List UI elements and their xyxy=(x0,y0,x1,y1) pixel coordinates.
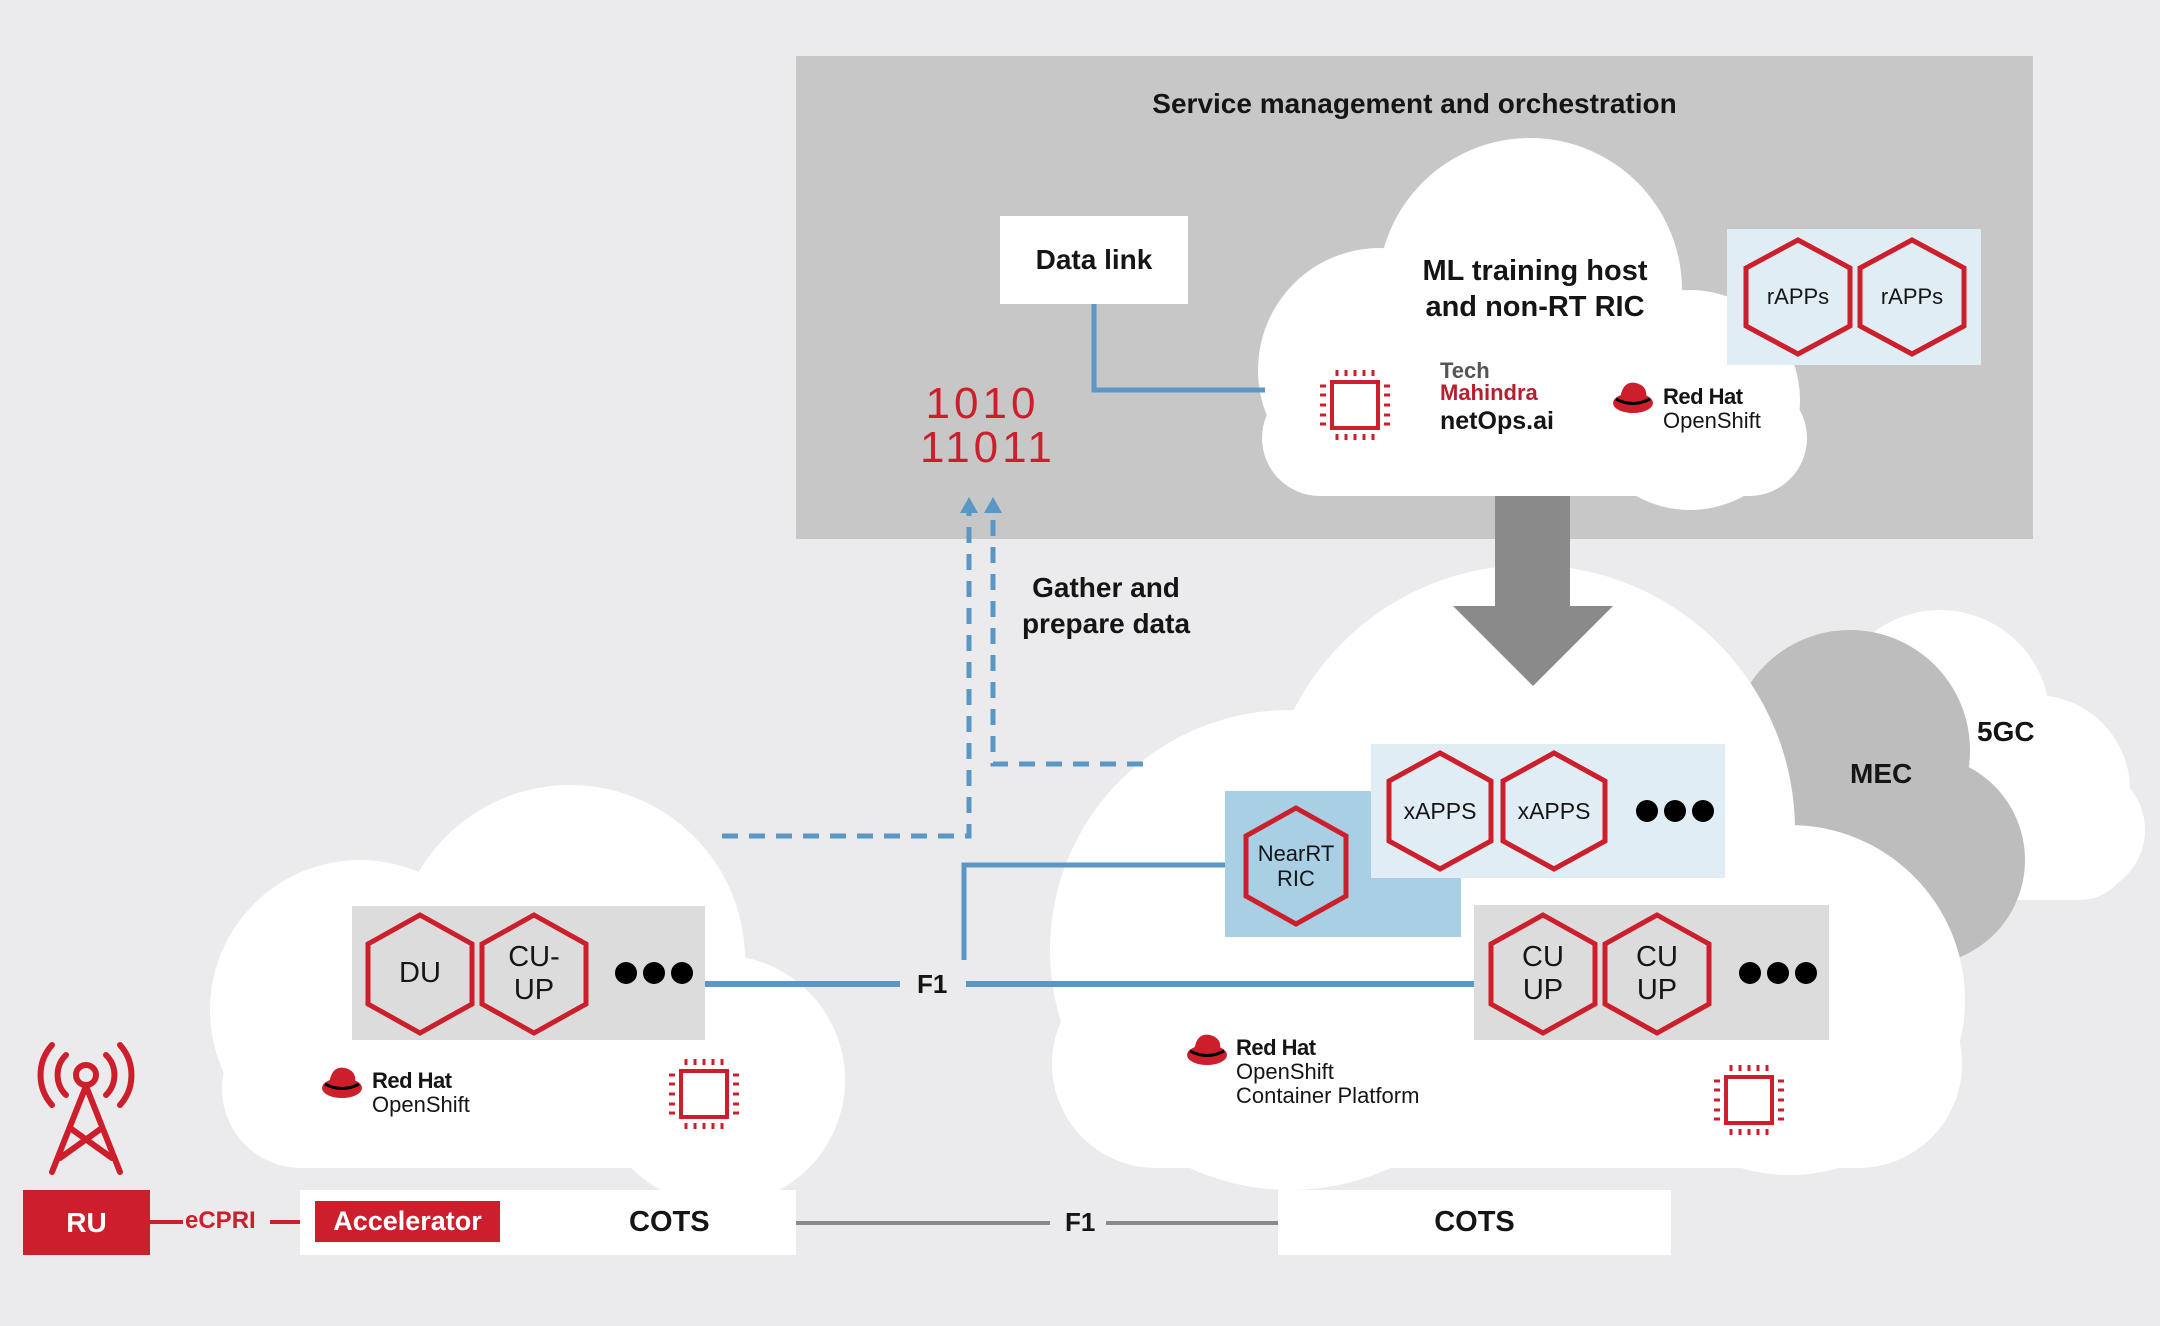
near-rt-ric-line2: RIC xyxy=(1277,866,1315,891)
cu-up-label[interactable]: CU UP xyxy=(1491,940,1595,1006)
near-rt-ric-hexagon xyxy=(1243,805,1349,927)
arrow-up-icon xyxy=(960,497,978,513)
openshift-label: OpenShift xyxy=(1663,408,1761,433)
redhat-logo-icon xyxy=(322,1067,362,1098)
cu-up-hexagon xyxy=(479,912,589,1036)
mec-label: MEC xyxy=(1850,758,1913,789)
xapps-hexagon xyxy=(1500,750,1608,872)
cots-label: COTS xyxy=(629,1206,710,1238)
rapps-hexagon xyxy=(1743,237,1853,357)
accelerator-label: Accelerator xyxy=(333,1206,482,1236)
gather-line2: prepare data xyxy=(1021,608,1191,639)
ru-label: RU xyxy=(66,1206,107,1238)
cpu-chip-icon xyxy=(1714,1065,1784,1135)
xapps-label[interactable]: xAPPS xyxy=(1403,797,1477,824)
xapps-hexagon xyxy=(1386,750,1494,872)
near-rt-ric-label[interactable]: NearRT RIC xyxy=(1246,836,1346,896)
gather-data-label: Gather and prepare data xyxy=(1006,570,1206,642)
redhat-label: Red Hat xyxy=(1663,384,1743,409)
cu-up-label[interactable]: CU UP xyxy=(1605,940,1709,1006)
binary-data-icon: 1010 11011 xyxy=(920,379,1056,472)
tech-mahindra-logo: Tech Mahindra netOps.ai xyxy=(1440,360,1554,438)
binary-line-1: 1010 xyxy=(925,379,1040,428)
ml-cloud-title-line2: and non-RT RIC xyxy=(1425,291,1645,323)
cu-up-line2: UP xyxy=(513,974,555,1006)
redhat-openshift-label: Red Hat OpenShift xyxy=(1663,385,1761,433)
orchestration-title: Service management and orchestration xyxy=(1152,88,1677,119)
ml-cloud-title-line1: ML training host xyxy=(1422,255,1648,287)
gather-line1: Gather and xyxy=(1032,572,1180,603)
cpu-chip-icon xyxy=(669,1059,739,1129)
f1-label: F1 xyxy=(917,969,948,999)
f1-bottom-label: F1 xyxy=(1065,1207,1096,1237)
gather-data-lines xyxy=(722,512,1143,839)
cu-up-line1: CU- xyxy=(508,940,560,973)
ml-training-cloud xyxy=(1258,138,1807,510)
binary-line-2: 11011 xyxy=(920,423,1056,472)
near-rt-ric-line1: NearRT xyxy=(1257,840,1335,866)
redhat-label: Red Hat xyxy=(1236,1035,1316,1060)
du-label[interactable]: DU xyxy=(399,957,441,990)
cu-up-line1: CU xyxy=(1522,940,1564,973)
ric-connector xyxy=(961,862,1226,960)
data-link-box[interactable]: Data link xyxy=(1000,216,1188,304)
cpu-chip-icon xyxy=(1320,370,1390,440)
ru-box[interactable]: RU xyxy=(23,1190,150,1255)
cu-up-label[interactable]: CU- UP xyxy=(482,940,586,1006)
redhat-logo-icon xyxy=(1613,382,1653,413)
more-edge-functions-icon xyxy=(615,962,693,984)
deploy-arrow xyxy=(1453,496,1613,686)
tech-mahindra-line1: Tech xyxy=(1440,358,1490,383)
more-cu-up-icon xyxy=(1739,962,1817,984)
du-hexagon xyxy=(365,912,475,1036)
fivegc-label: 5GC xyxy=(1977,716,2035,747)
openshift-label: OpenShift xyxy=(1236,1059,1334,1084)
rapps-label[interactable]: rAPPs xyxy=(1766,284,1830,310)
cu-up-line2: UP xyxy=(1636,974,1678,1006)
openshift-label: OpenShift xyxy=(372,1092,470,1117)
more-xapps-icon xyxy=(1636,800,1714,822)
accelerator-badge[interactable]: Accelerator xyxy=(315,1201,500,1242)
cu-up-hexagon xyxy=(1602,912,1712,1036)
xapps-label[interactable]: xAPPS xyxy=(1517,797,1591,824)
rapps-hexagon xyxy=(1857,237,1967,357)
rapps-label[interactable]: rAPPs xyxy=(1880,284,1944,310)
cots-label: COTS xyxy=(1434,1206,1515,1238)
ml-cloud-title: ML training host and non-RT RIC xyxy=(1380,253,1690,325)
redhat-label: Red Hat xyxy=(372,1068,452,1093)
redhat-openshift-container-label: Red Hat OpenShift Container Platform xyxy=(1236,1036,1419,1108)
redhat-openshift-label: Red Hat OpenShift xyxy=(372,1069,470,1117)
cell-tower-icon xyxy=(37,1042,135,1175)
netops-ai-label: netOps.ai xyxy=(1440,407,1554,435)
data-link-connector xyxy=(1091,304,1265,393)
cots-right-box[interactable]: COTS xyxy=(1278,1190,1671,1255)
cu-up-line1: CU xyxy=(1636,940,1678,973)
cu-up-line2: UP xyxy=(1522,974,1564,1006)
tech-mahindra-line2: Mahindra xyxy=(1440,380,1538,405)
container-platform-label: Container Platform xyxy=(1236,1083,1420,1108)
arrow-up-icon xyxy=(984,497,1002,513)
cu-up-hexagon xyxy=(1488,912,1598,1036)
data-link-label: Data link xyxy=(1035,244,1153,275)
cots-left-box[interactable]: Accelerator COTS xyxy=(300,1190,796,1255)
ecpri-label: eCPRI xyxy=(185,1207,256,1234)
redhat-logo-icon xyxy=(1187,1034,1227,1065)
